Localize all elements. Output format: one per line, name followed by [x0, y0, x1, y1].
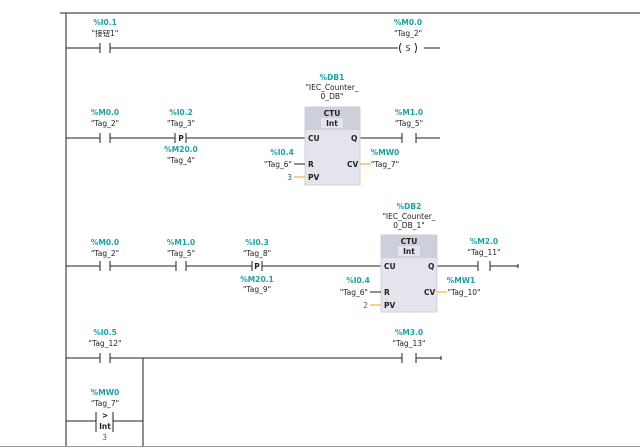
tag-label: "Tag_5"	[167, 249, 195, 258]
contact-m1-0[interactable]: %M1.0 "Tag_5"	[395, 108, 423, 128]
db-name: 0_DB"	[321, 92, 344, 101]
rung-3: %M0.0 "Tag_2" %M1.0 "Tag_5" %I0.3 "Tag_8…	[66, 202, 519, 313]
tag-label: "Tag_5"	[395, 119, 423, 128]
db-address: %DB1	[320, 73, 345, 82]
address-label: %M0.0	[91, 108, 119, 117]
tag-label: "Tag_13"	[393, 339, 426, 348]
cv-address: %MW0	[371, 148, 399, 157]
address-label: %M0.0	[91, 238, 119, 247]
tag-label: "Tag_2"	[91, 119, 119, 128]
tag-label: "Tag_3"	[167, 119, 195, 128]
address-label: %MW0	[91, 388, 119, 397]
address-label: %M2.0	[470, 237, 498, 246]
cv-tag: "Tag_7"	[371, 160, 399, 169]
ctu-block-db2[interactable]: %DB2 "IEC_Counter_ 0_DB_1" CTU Int CU R …	[340, 202, 481, 313]
pin-q: Q	[428, 262, 434, 271]
contact-m0-0[interactable]: %M0.0 "Tag_2"	[91, 108, 119, 128]
block-dtype: Int	[403, 247, 415, 256]
contact-m1-0-b[interactable]: %M1.0 "Tag_5"	[167, 238, 195, 258]
pv-value: 2	[363, 301, 368, 310]
address-label: %I0.2	[169, 108, 193, 117]
tag-label: "Tag_2"	[394, 29, 422, 38]
edge-tag: "Tag_9"	[243, 285, 271, 294]
coil-type: S	[406, 44, 411, 53]
ctu-block-db1[interactable]: %DB1 "IEC_Counter_ 0_DB" CTU Int CU R PV…	[264, 73, 399, 186]
contact-i0-1[interactable]: %I0.1 "接钮1"	[92, 18, 119, 38]
pin-r: R	[308, 160, 314, 169]
tag-label: "Tag_2"	[91, 249, 119, 258]
pin-cu: CU	[384, 262, 396, 271]
edge-tag: "Tag_4"	[167, 156, 195, 165]
address-label: %I0.5	[93, 328, 117, 337]
address-label: %M1.0	[167, 238, 195, 247]
tag-label: "Tag_8"	[243, 249, 271, 258]
rung-4: %I0.5 "Tag_12" %MW0 "Tag_7" > Int 3 %M3.…	[66, 328, 442, 446]
p-contact-i0-2[interactable]: %I0.2 "Tag_3" P %M20.0 "Tag_4"	[164, 108, 197, 165]
cv-tag: "Tag_10"	[448, 288, 481, 297]
edge-address: %M20.0	[164, 145, 197, 154]
address-label: %M1.0	[395, 108, 423, 117]
compare-dtype: Int	[99, 422, 111, 431]
edge-address: %M20.1	[240, 275, 273, 284]
rung-1: %I0.1 "接钮1" %M0.0 "Tag_2" S	[66, 18, 440, 54]
block-dtype: Int	[326, 119, 338, 128]
tag-label: "Tag_11"	[468, 248, 501, 257]
contact-m2-0[interactable]: %M2.0 "Tag_11"	[468, 237, 501, 257]
rung-2: %M0.0 "Tag_2" %I0.2 "Tag_3" P %M20.0 "Ta…	[66, 73, 440, 186]
edge-label: P	[178, 134, 184, 143]
db-name: "IEC_Counter_	[305, 83, 358, 92]
r-address: %I0.4	[270, 148, 294, 157]
tag-label: "Tag_12"	[89, 339, 122, 348]
pin-cv: CV	[347, 160, 359, 169]
r-address: %I0.4	[346, 276, 370, 285]
set-coil-m0-0[interactable]: %M0.0 "Tag_2" S	[394, 18, 422, 54]
pv-value: 3	[287, 173, 292, 182]
pin-pv: PV	[384, 301, 395, 310]
r-tag: "Tag_6"	[264, 160, 292, 169]
db-address: %DB2	[397, 202, 422, 211]
address-label: %M0.0	[394, 18, 422, 27]
edge-label: P	[254, 262, 260, 271]
address-label: %I0.1	[93, 18, 117, 27]
r-tag: "Tag_6"	[340, 288, 368, 297]
address-label: %M3.0	[395, 328, 423, 337]
pin-pv: PV	[308, 173, 319, 182]
db-name: 0_DB_1"	[393, 221, 424, 230]
pin-cu: CU	[308, 134, 320, 143]
block-type: CTU	[401, 237, 418, 246]
contact-m0-0-b[interactable]: %M0.0 "Tag_2"	[91, 238, 119, 258]
pin-cv: CV	[424, 288, 436, 297]
cv-address: %MW1	[447, 276, 475, 285]
p-contact-i0-3[interactable]: %I0.3 "Tag_8" P %M20.1 "Tag_9"	[240, 238, 273, 294]
compare-contact-mw0[interactable]: %MW0 "Tag_7" > Int 3	[91, 388, 119, 442]
pin-q: Q	[351, 134, 357, 143]
db-name: "IEC_Counter_	[382, 212, 435, 221]
contact-m3-0[interactable]: %M3.0 "Tag_13"	[393, 328, 426, 348]
contact-i0-5[interactable]: %I0.5 "Tag_12"	[89, 328, 122, 348]
compare-operator: >	[102, 411, 108, 420]
pin-r: R	[384, 288, 390, 297]
address-label: %I0.3	[245, 238, 269, 247]
compare-value: 3	[102, 433, 107, 442]
tag-label: "接钮1"	[92, 28, 119, 38]
tag-label: "Tag_7"	[91, 399, 119, 408]
block-type: CTU	[324, 109, 341, 118]
